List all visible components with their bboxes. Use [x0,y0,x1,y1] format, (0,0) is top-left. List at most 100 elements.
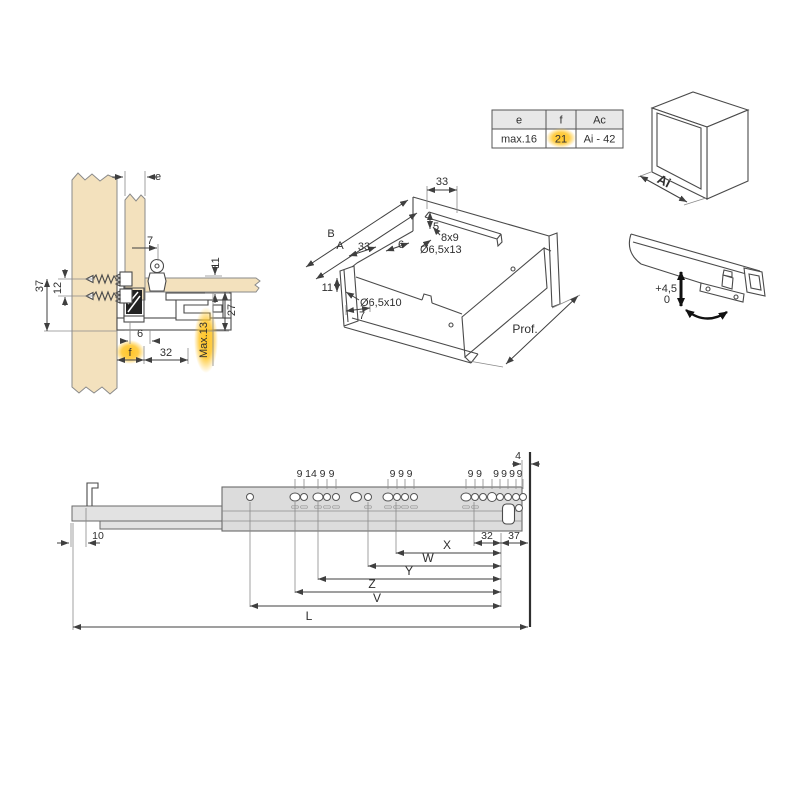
table-header-ac: Ac [593,115,606,127]
clip-foot [123,315,145,323]
dim-label-V: V [373,591,381,605]
hole-spacing-label: 9 [329,468,335,480]
rotation-arrow [685,309,728,320]
rail-slot-hole [350,492,362,502]
rear-hole [515,504,523,512]
cabinet-side-panel [71,172,118,395]
plate-hole [733,294,739,300]
table-header-f: f [559,115,563,127]
dim-label-6-3d: 6 [398,239,404,251]
cube-inner-frame [656,112,702,190]
plate-hole [705,286,711,292]
table-value-ac: Ai - 42 [584,134,616,146]
table-header-e: e [516,115,522,127]
dim-label-37: 37 [34,280,46,292]
rail-slot-hole [487,492,497,502]
rail-hole [410,493,418,501]
drawer-front-bottom-edges [343,317,479,364]
spec-table: e f Ac max.16 21 Ai - 42 [491,109,624,149]
cabinet-cube-diagram: Ai [637,91,750,206]
mounting-plate [699,282,745,303]
dim-label-32: 32 [160,347,172,359]
hole-spacing-label: 9 [509,468,515,480]
dim-label-7: 7 [147,235,153,247]
table-value-f: 21 [555,134,567,146]
dim-label-27: 27 [226,304,238,316]
height-adjustment-diagram: +4,5 0 [628,233,766,320]
rail-hole [364,493,372,501]
rear-pin [501,503,516,525]
dim-label-10: 10 [92,530,104,542]
drawer-3d-diagram: 33 5 8x9 Ø6,5x13 B A 33 6 11 Ø6,5x10 7 P… [305,176,581,368]
dim-label-4: 4 [515,450,521,462]
front-hook [86,482,99,506]
rail-hole [393,493,401,501]
dim-label-37-right: 37 [508,530,520,542]
dim-label-8x9: 8x9 [441,232,459,244]
rail-slot-hole [460,492,472,502]
dim-label-hole-front: Ø6,5x10 [360,297,402,309]
drawer-front-panel [339,265,359,327]
roller-wheel [149,258,165,274]
drawer-bottom-panel [144,277,261,293]
hole-spacing-label: 9 [501,468,507,480]
dim-label-ai: Ai [655,171,673,190]
rail-lower-slots [291,505,479,509]
rail-hole [512,493,520,501]
dim-label-W: W [422,551,434,565]
rail-slot-hole [312,492,324,502]
rail-hole [300,493,308,501]
dim-label-Z: Z [368,577,375,591]
highlight-max13 [194,307,218,373]
hole-spacing-label: 9 [407,468,413,480]
dim-label-33-side: 33 [358,241,370,253]
hole-spacing-label: 14 [305,468,317,480]
rail-top-flange [165,292,232,301]
dim-label-Y: Y [405,564,413,578]
roller-hub [154,263,160,269]
rail-hole [332,493,340,501]
dim-label-prof: Prof. [512,322,537,336]
adjustment-pin-cap [722,269,733,278]
outer-rail [221,486,523,532]
dim-label-L: L [306,609,313,623]
dim-label-32-right: 32 [481,530,493,542]
dim-label-hole-back: Ø6,5x13 [420,244,462,256]
euro-screw [84,288,133,304]
hole-spacing-label: 9 [493,468,499,480]
rail-hole [401,493,409,501]
rail-hole [479,493,487,501]
dim-label-12: 12 [52,282,64,294]
roller-bracket [147,272,167,292]
bottom-edge-hole [448,322,454,328]
middle-rail-stub [99,520,223,530]
dim-label-max13: Max.13 [198,322,210,358]
table-value-e: max.16 [501,134,537,146]
dim-label-6: 6 [137,328,143,340]
hole-spacing-label: 9 [390,468,396,480]
dim-label-11-3d: 11 [322,282,333,294]
dim-label-f: f [128,347,132,359]
rail-tube-inner [748,273,762,291]
rail-slot-hole [382,492,394,502]
rail-hole [246,493,254,501]
dim-label-A: A [336,240,344,252]
dim-label-B: B [327,228,334,240]
adjust-range-upper: +4,5 [655,283,677,295]
cross-section-diagram: e 7 11 27 12 37 6 f 32 [34,171,261,395]
highlight-f-value [546,128,576,148]
hole-spacing-label: 9 [398,468,404,480]
dim-label-33-top: 33 [436,176,448,188]
dim-label-7-3d: 7 [359,310,365,322]
rail-slot-hole [289,492,301,502]
dim-label-11: 11 [210,257,222,268]
hole-spacing-label: 9 [517,468,523,480]
rail-hole [496,493,504,501]
side-panel-hole [510,266,516,272]
rail-hole [323,493,331,501]
dim-label-e: e [155,171,161,183]
rail-profile-body [628,233,761,285]
rail-hole [519,493,527,501]
